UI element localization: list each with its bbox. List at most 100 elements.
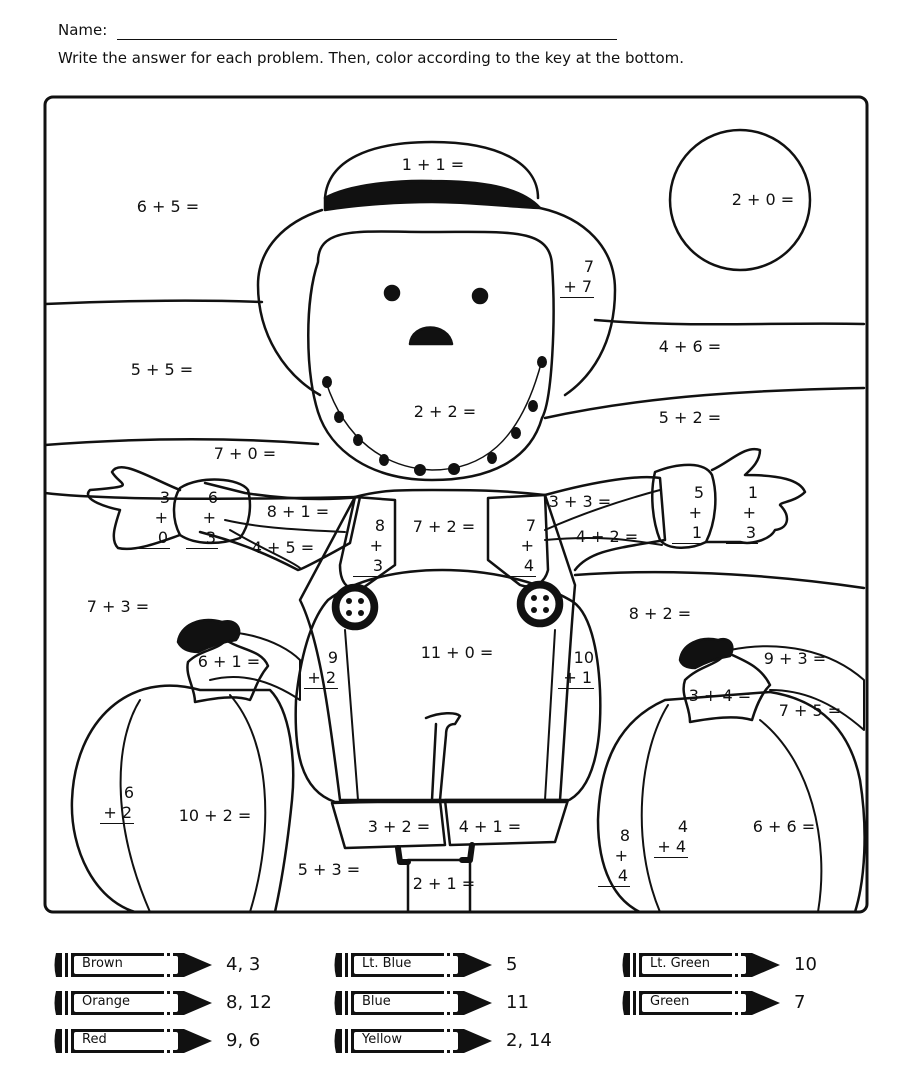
color-key-label: Blue <box>362 994 391 1009</box>
color-key-label: Lt. Green <box>650 956 710 971</box>
problem-sky-left[interactable]: 6 + 5 = <box>136 197 200 216</box>
left-glove <box>86 466 182 551</box>
name-label: Name: <box>58 21 108 39</box>
problem-post[interactable]: 2 + 1 = <box>412 874 476 893</box>
crayon-icon <box>334 1029 492 1053</box>
horizon-line <box>593 318 866 326</box>
sun <box>668 128 812 272</box>
color-key-values: 10 <box>794 954 817 975</box>
scarecrow-face <box>307 230 555 482</box>
color-key-values: 2, 14 <box>506 1030 552 1051</box>
field-line <box>573 570 866 590</box>
right-pant-cuff <box>443 798 570 847</box>
problem-arm-left-upper[interactable]: 8 + 1 = <box>266 502 330 521</box>
problem-pumpkin-left-mid[interactable]: 10 + 2 = <box>178 806 252 825</box>
vertical-problem-strap-left[interactable]: 8+ 3 <box>353 516 385 577</box>
crayon-icon <box>54 1029 212 1053</box>
left-button-face <box>339 591 371 623</box>
color-key-values: 11 <box>506 992 529 1013</box>
hat-brim <box>256 206 617 397</box>
problem-field-right[interactable]: 4 + 6 = <box>658 337 722 356</box>
crayon-icon <box>622 953 780 977</box>
problem-face[interactable]: 2 + 2 = <box>413 402 477 421</box>
problem-ground-right[interactable]: 8 + 2 = <box>628 604 692 623</box>
right-pumpkin <box>596 690 866 914</box>
vertical-problem-strap-right[interactable]: 7+ 4 <box>504 516 536 577</box>
color-key-label: Yellow <box>362 1032 403 1047</box>
problem-field-right-low[interactable]: 5 + 2 = <box>658 408 722 427</box>
vertical-problem-pumpkin-left-side[interactable]: 6+ 2 <box>100 783 134 824</box>
color-key-values: 7 <box>794 992 806 1013</box>
color-key-values: 4, 3 <box>226 954 261 975</box>
problem-pumpkin-right-top[interactable]: 9 + 3 = <box>763 649 827 668</box>
vertical-problem-leg-left[interactable]: 9+ 2 <box>304 648 338 689</box>
problem-arm-right-upper[interactable]: 3 + 3 = <box>548 492 612 511</box>
problem-field-left[interactable]: 5 + 5 = <box>130 360 194 379</box>
field-line <box>43 491 357 500</box>
problem-pumpkin-right-stem[interactable]: 3 + 4 = <box>688 686 752 705</box>
crayon-icon <box>334 953 492 977</box>
right-pumpkin-stem <box>678 637 734 670</box>
field-line <box>543 386 866 420</box>
left-arm-lines <box>224 519 346 569</box>
overalls <box>294 568 602 804</box>
right-arm <box>543 475 667 572</box>
name-line[interactable] <box>117 39 617 40</box>
right-eye <box>471 287 489 305</box>
overalls-pocket <box>424 712 462 802</box>
problem-cuff-left[interactable]: 3 + 2 = <box>367 817 431 836</box>
problem-hat[interactable]: 1 + 1 = <box>401 155 465 174</box>
crayon-icon <box>622 991 780 1015</box>
problem-arm-right-lower[interactable]: 4 + 2 = <box>575 527 639 546</box>
mouth-line <box>325 359 543 471</box>
vertical-problem-pumpkin-right-center[interactable]: 4+ 4 <box>654 817 688 858</box>
problem-pumpkin-right-side[interactable]: 7 + 5 = <box>778 701 842 720</box>
problem-pumpkin-right-mid[interactable]: 6 + 6 = <box>752 817 816 836</box>
color-key-item: Lt. Green 10 <box>620 950 860 982</box>
horizon-line <box>43 299 264 306</box>
post <box>406 858 472 914</box>
problem-ground-bottom[interactable]: 5 + 3 = <box>297 860 361 879</box>
left-pumpkin-stem <box>176 618 241 654</box>
right-arm-lines <box>544 489 663 546</box>
crayon-icon <box>54 953 212 977</box>
left-pant-cuff <box>330 798 447 850</box>
problem-field-left-low[interactable]: 7 + 0 = <box>213 444 277 463</box>
problem-arm-left-lower[interactable]: 4 + 5 = <box>251 538 315 557</box>
color-key-item: Lt. Blue 5 <box>332 950 572 982</box>
problem-ground-left[interactable]: 7 + 3 = <box>86 597 150 616</box>
vertical-problem-hat-brim[interactable]: 7+ 7 <box>560 257 594 298</box>
problem-shirt[interactable]: 7 + 2 = <box>412 517 476 536</box>
color-key-label: Orange <box>82 994 131 1009</box>
vertical-problem-leg-right[interactable]: 10+ 1 <box>558 648 594 689</box>
vertical-problem-glove-right-outer[interactable]: 1+ 3 <box>726 483 758 544</box>
problem-sun[interactable]: 2 + 0 = <box>731 190 795 209</box>
right-pumpkin-ridges <box>640 704 823 913</box>
crayon-icon <box>54 991 212 1015</box>
instructions: Write the answer for each problem. Then,… <box>58 49 685 67</box>
field-line <box>43 438 320 447</box>
color-key-item: Yellow 2, 14 <box>332 1026 572 1058</box>
vertical-problem-glove-left-inner[interactable]: 6+ 3 <box>186 488 218 549</box>
vertical-problem-pumpkin-right-inner[interactable]: 8+ 4 <box>598 826 630 887</box>
problem-pumpkin-left-stem[interactable]: 6 + 1 = <box>197 652 261 671</box>
color-key-values: 5 <box>506 954 518 975</box>
color-key-label: Brown <box>82 956 123 971</box>
vertical-problem-glove-right-inner[interactable]: 5+ 1 <box>672 483 704 544</box>
problem-overalls[interactable]: 11 + 0 = <box>420 643 494 662</box>
vertical-problem-glove-left-outer[interactable]: 3+ 0 <box>138 488 170 549</box>
hat-band <box>323 179 542 212</box>
hat-crown <box>323 140 540 200</box>
right-button-face <box>524 588 556 620</box>
overalls-seams <box>344 629 556 801</box>
left-cuff <box>172 478 252 545</box>
problem-cuff-right[interactable]: 4 + 1 = <box>458 817 522 836</box>
color-key-label: Red <box>82 1032 107 1047</box>
color-key-item: Blue 11 <box>332 988 572 1020</box>
color-key-label: Lt. Blue <box>362 956 412 971</box>
color-key-item: Brown 4, 3 <box>52 950 292 982</box>
scarecrow-shirt <box>298 488 577 802</box>
mouth-stitches <box>322 356 547 476</box>
